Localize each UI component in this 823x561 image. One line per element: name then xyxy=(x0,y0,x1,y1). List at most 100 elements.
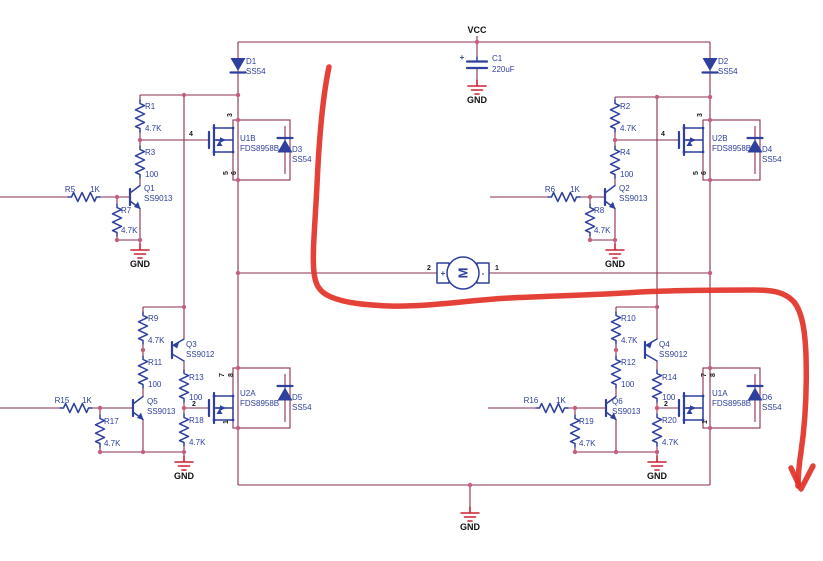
part-ref: Q6 xyxy=(612,397,623,406)
net-label: GND xyxy=(130,259,151,269)
diode-D2: D2 SS54 xyxy=(701,56,738,76)
part-ref: R13 xyxy=(189,373,204,382)
pnp-symbol xyxy=(170,337,186,363)
part-ref: R15 xyxy=(55,396,70,405)
part-value: SS54 xyxy=(762,155,782,164)
transistor-Q6: Q6 SS9013 xyxy=(604,395,641,422)
part-ref: D3 xyxy=(292,145,303,154)
pin-number: 8 xyxy=(710,373,717,377)
ground-symbol xyxy=(467,79,487,95)
npn-symbol xyxy=(128,184,142,211)
vcc-cap-gnd-wires xyxy=(469,36,478,507)
part-ref: Q1 xyxy=(144,184,155,193)
pin-number: 4 xyxy=(189,131,193,138)
part-value: 4.7K xyxy=(148,336,165,345)
freehand-annotation xyxy=(310,64,816,492)
motor-minus-sign: - xyxy=(482,269,485,278)
resistor-symbol xyxy=(609,145,621,179)
ground-top-right: GND xyxy=(605,243,626,269)
top-left-wires xyxy=(0,94,238,307)
resistor-R9: R9 4.7K xyxy=(137,311,165,345)
pin-number: 2 xyxy=(664,401,668,408)
part-ref: R3 xyxy=(145,148,156,157)
part-value: SS54 xyxy=(762,403,782,412)
resistor-R12: R12 100 xyxy=(610,355,636,389)
resistor-R16: R16 1K xyxy=(524,396,569,414)
ground-symbol xyxy=(130,243,150,259)
part-ref: D5 xyxy=(292,393,303,402)
part-ref: U2A xyxy=(240,389,256,398)
part-value: 100 xyxy=(145,170,159,179)
net-label: GND xyxy=(460,522,481,532)
ground-symbol xyxy=(647,455,667,471)
part-value: SS9012 xyxy=(186,350,215,359)
part-value: 100 xyxy=(662,393,676,402)
pin-number: 5 xyxy=(693,171,700,175)
resistor-R19: R19 4.7K xyxy=(569,414,596,448)
annotation-stroke xyxy=(310,64,809,489)
mosfet-U1A: U1A FDS8958B D6 SS54 7 8 1 xyxy=(677,367,782,429)
resistor-R20: R20 4.7K xyxy=(651,413,679,447)
part-value: 220uF xyxy=(492,65,515,74)
part-ref: Q2 xyxy=(619,184,630,193)
resistor-R10: R10 4.7K xyxy=(610,311,638,345)
part-value: 4.7K xyxy=(662,438,679,447)
vcc-net: VCC xyxy=(467,25,487,35)
motor-connector: M + - 2 1 xyxy=(427,256,499,290)
resistor-symbol xyxy=(178,413,190,447)
part-value: 4.7K xyxy=(145,124,162,133)
resistor-R5: R5 1K xyxy=(65,185,101,203)
resistor-R1: R1 4.7K xyxy=(134,99,162,133)
part-ref: R5 xyxy=(65,185,76,194)
part-value: SS9012 xyxy=(659,350,688,359)
part-ref: R6 xyxy=(545,185,556,194)
ground-symbol xyxy=(460,506,480,522)
part-value: FDS8958B xyxy=(712,144,751,153)
part-ref: C1 xyxy=(492,54,503,63)
part-value: 100 xyxy=(148,380,162,389)
resistor-symbol xyxy=(651,413,663,447)
ground-bottom-right: GND xyxy=(647,455,668,481)
part-value: SS9013 xyxy=(612,407,641,416)
part-ref: Q5 xyxy=(147,397,158,406)
resistor-symbol xyxy=(134,99,146,133)
resistor-symbol xyxy=(134,145,146,179)
annotation-arrowhead xyxy=(788,463,816,492)
motor-plus-sign: + xyxy=(441,269,446,278)
npn-symbol xyxy=(603,184,617,211)
resistor-R14: R14 100 xyxy=(651,369,677,403)
part-ref: U2B xyxy=(712,134,728,143)
pin-number: 5 xyxy=(223,171,230,175)
bottom-right-wires xyxy=(488,306,679,456)
part-value: 4.7K xyxy=(621,336,638,345)
ground-symbol xyxy=(174,455,194,471)
mosfet-U2A: U2A FDS8958B D5 SS54 7 8 1 xyxy=(207,367,312,429)
resistor-R17: R17 4.7K xyxy=(94,414,121,448)
part-ref: R9 xyxy=(148,314,159,323)
pin-number: 1 xyxy=(495,265,499,272)
part-ref: Q3 xyxy=(186,340,197,349)
transistor-Q3: Q3 SS9012 xyxy=(170,337,215,363)
part-value: 1K xyxy=(556,396,566,405)
part-value: SS54 xyxy=(718,67,738,76)
resistor-symbol xyxy=(610,355,622,389)
pin-number: 6 xyxy=(231,171,238,175)
resistor-symbol xyxy=(137,355,149,389)
net-label: GND xyxy=(605,259,626,269)
resistor-R4: R4 100 xyxy=(609,145,634,179)
part-value: FDS8958B xyxy=(240,399,279,408)
part-value: 4.7K xyxy=(104,439,121,448)
net-label: VCC xyxy=(467,25,487,35)
part-ref: R11 xyxy=(148,358,163,367)
resistor-symbol xyxy=(137,311,149,345)
bottom-ground: GND xyxy=(460,506,481,532)
body-diode-wires xyxy=(284,126,756,422)
pin-number: 7 xyxy=(219,373,226,377)
resistor-R8: R8 4.7K xyxy=(584,203,611,237)
resistor-R11: R11 100 xyxy=(137,355,163,389)
pnp-symbol xyxy=(643,337,659,363)
part-value: FDS8958B xyxy=(240,144,279,153)
resistor-symbol xyxy=(651,369,663,403)
pin-number: 3 xyxy=(697,113,704,117)
